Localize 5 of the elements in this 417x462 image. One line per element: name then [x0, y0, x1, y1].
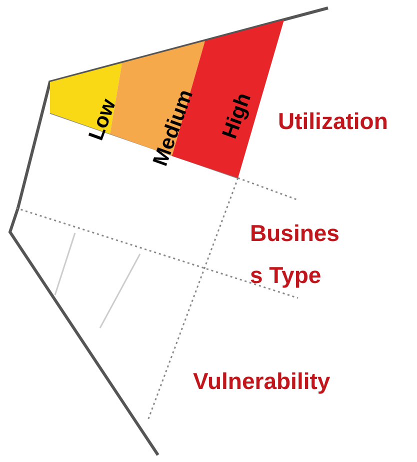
band-label: Low	[84, 96, 122, 144]
dimension-label: Utilization	[278, 108, 389, 135]
dimension-label: Busines s Type	[250, 219, 340, 290]
dimension-label: Vulnerability	[193, 368, 332, 395]
band-label: High	[218, 90, 257, 142]
